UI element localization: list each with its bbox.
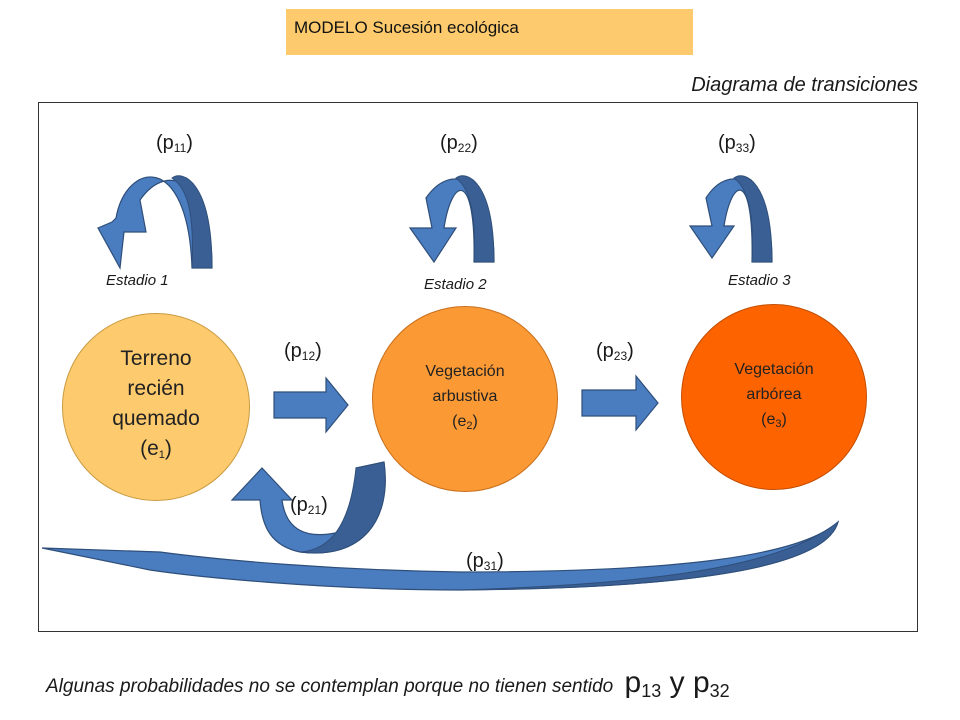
model-title: MODELO Sucesión ecológica — [286, 9, 693, 55]
state-2-line-2: arbustiva — [432, 388, 498, 405]
state-3-symbol: (e3) — [761, 411, 787, 430]
label-p23: (p23) — [596, 340, 634, 363]
stage-label-3: Estadio 3 — [728, 272, 791, 289]
state-1-symbol: (e1) — [140, 437, 172, 461]
state-1-line-3: quemado — [112, 407, 200, 430]
state-3-line-1: Vegetación — [734, 361, 814, 378]
self-loop-arrow-e2 — [408, 175, 495, 264]
stage-label-1: Estadio 1 — [106, 272, 169, 289]
state-1-line-2: recién — [127, 377, 185, 400]
footnote-excluded-probabilities: p13 y p32 — [624, 666, 730, 701]
stage-label-2: Estadio 2 — [424, 276, 487, 293]
arrow-e2-to-e1 — [230, 461, 386, 554]
arrow-e1-to-e2 — [273, 376, 349, 434]
arrow-e2-to-e3 — [581, 374, 659, 432]
label-p11: (p11) — [156, 132, 193, 155]
footnote: Algunas probabilidades no se contemplan … — [46, 666, 730, 702]
state-2-line-1: Vegetación — [425, 363, 505, 380]
self-loop-arrow-e1 — [97, 175, 213, 270]
label-p31: (p31) — [466, 550, 504, 573]
state-1-line-1: Terreno — [120, 347, 192, 370]
state-node-e3: Vegetación arbórea (e3) — [681, 304, 867, 490]
state-3-line-2: arbórea — [746, 386, 802, 403]
label-p33: (p33) — [718, 132, 756, 155]
state-2-symbol: (e2) — [452, 413, 478, 432]
footnote-text: Algunas probabilidades no se contemplan … — [46, 676, 614, 697]
self-loop-arrow-e3 — [688, 175, 773, 263]
arrow-e3-to-e1 — [41, 520, 840, 591]
label-p22: (p22) — [440, 132, 478, 155]
diagram-frame — [38, 102, 918, 632]
state-node-e1: Terreno recién quemado (e1) — [62, 313, 250, 501]
diagram-subtitle: Diagrama de transiciones — [691, 74, 918, 96]
state-node-e2: Vegetación arbustiva (e2) — [372, 306, 558, 492]
label-p12: (p12) — [284, 340, 322, 363]
label-p21: (p21) — [290, 494, 328, 517]
